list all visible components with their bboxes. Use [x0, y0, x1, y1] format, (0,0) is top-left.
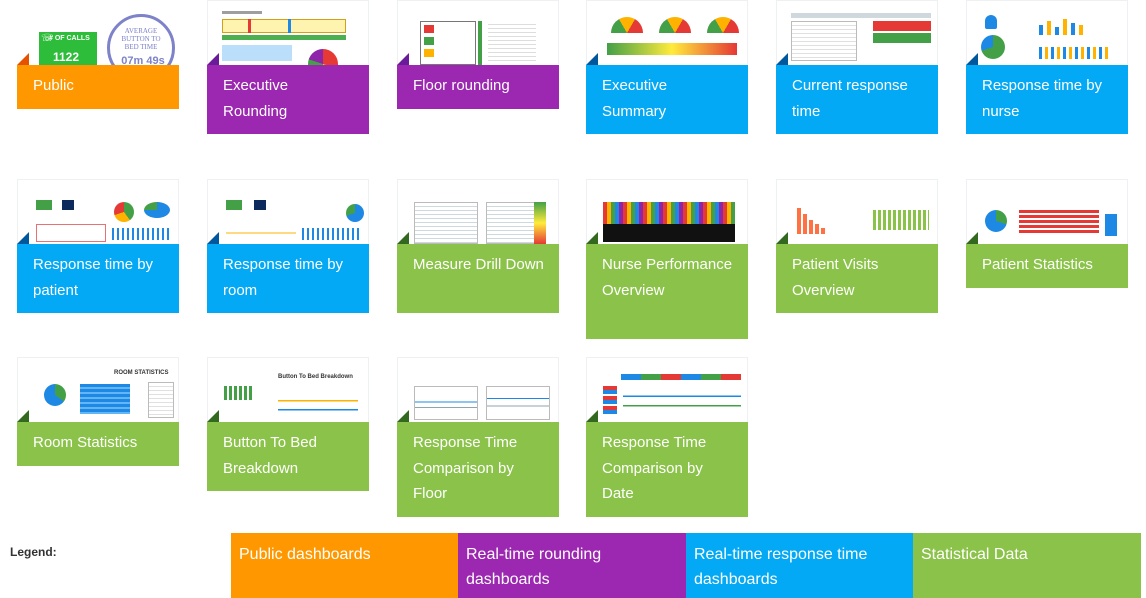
legend-item-statistical: Statistical Data: [913, 533, 1141, 598]
tile-corner: [17, 410, 29, 422]
nurse-icon: [985, 15, 997, 29]
tile-corner: [397, 53, 409, 65]
gauge-1: [611, 17, 643, 33]
tile-label: Measure Drill Down: [397, 244, 559, 313]
legend-title: Legend:: [10, 545, 57, 559]
tile-label: Response Time Comparison by Date: [586, 422, 748, 517]
thumbnail-button-to-bed-breakdown: Button To Bed Breakdown: [207, 357, 369, 423]
thumbnail-response-time-by-room: [207, 179, 369, 245]
tile-label: Nurse Performance Overview: [586, 244, 748, 339]
tile-label: Executive Rounding: [207, 65, 369, 134]
tile-label: Response time by room: [207, 244, 369, 313]
thumbnail-response-time-comparison-by-floor: [397, 357, 559, 423]
tile-corner: [207, 53, 219, 65]
thumbnail-response-time-comparison-by-date: [586, 357, 748, 423]
thumbnail-patient-visits-overview: [776, 179, 938, 245]
phone-icon: ☏: [41, 33, 54, 44]
calls-value: 1122: [53, 50, 80, 64]
tile-label: Button To Bed Breakdown: [207, 422, 369, 491]
thumbnail-response-time-by-patient: [17, 179, 179, 245]
tile-label: Public: [17, 65, 179, 109]
legend-item-response-time: Real-time response time dashboards: [686, 533, 913, 598]
thumb-title: Button To Bed Breakdown: [278, 374, 353, 380]
tile-corner: [586, 410, 598, 422]
thumbnail-executive-summary: [586, 0, 748, 66]
tile-label: Current response time: [776, 65, 938, 134]
gauge-2: [659, 17, 691, 33]
thumbnail-current-response-time: [776, 0, 938, 66]
thumbnail-public: ☏ # OF CALLS 1122 AVERAGE BUTTON TO BED …: [17, 0, 179, 66]
tile-corner: [207, 232, 219, 244]
avg-time-label: AVERAGE BUTTON TO BED TIME: [121, 27, 161, 51]
tile-label: Room Statistics: [17, 422, 179, 466]
tile-corner: [966, 232, 978, 244]
legend-item-rounding: Real-time rounding dashboards: [458, 533, 686, 598]
calls-panel: ☏ # OF CALLS 1122: [39, 32, 97, 66]
tile-label: Executive Summary: [586, 65, 748, 134]
tile-corner: [207, 410, 219, 422]
tile-corner: [17, 232, 29, 244]
thumbnail-room-statistics: ROOM STATISTICS: [17, 357, 179, 423]
thumbnail-executive-rounding: [207, 0, 369, 66]
thumbnail-response-time-by-nurse: [966, 0, 1128, 66]
avg-time-circle: AVERAGE BUTTON TO BED TIME 07m 49s: [107, 14, 175, 66]
thumb-title: ROOM STATISTICS: [114, 370, 169, 376]
tile-corner: [586, 232, 598, 244]
thumbnail-floor-rounding: [397, 0, 559, 66]
tile-corner: [966, 53, 978, 65]
gauge-3: [707, 17, 739, 33]
tile-label: Response time by nurse: [966, 65, 1128, 134]
tile-label: Patient Statistics: [966, 244, 1128, 288]
thumbnail-nurse-performance-overview: [586, 179, 748, 245]
tile-corner: [17, 53, 29, 65]
tile-label: Floor rounding: [397, 65, 559, 109]
tile-label: Response Time Comparison by Floor: [397, 422, 559, 517]
thumbnail-measure-drill-down: [397, 179, 559, 245]
thumbnail-patient-statistics: [966, 179, 1128, 245]
tile-corner: [776, 53, 788, 65]
tile-corner: [776, 232, 788, 244]
tile-label: Response time by patient: [17, 244, 179, 313]
tile-label: Patient Visits Overview: [776, 244, 938, 313]
tile-corner: [586, 53, 598, 65]
calls-label: # OF CALLS: [49, 35, 90, 42]
legend-item-public: Public dashboards: [231, 533, 458, 598]
tile-corner: [397, 410, 409, 422]
avg-time-value: 07m 49s: [121, 55, 165, 66]
tile-corner: [397, 232, 409, 244]
pie-chart: [308, 49, 338, 65]
